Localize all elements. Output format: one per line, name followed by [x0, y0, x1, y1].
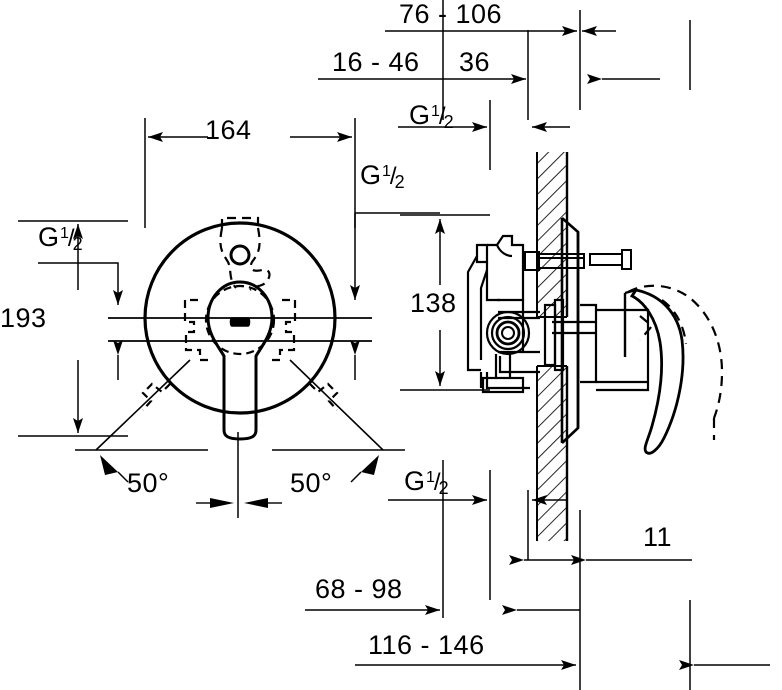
hidden-spindle-circle: [204, 284, 276, 356]
dim-138: [400, 214, 490, 391]
side-section-view-group: [466, 152, 724, 541]
angle-left-arrow: [100, 455, 118, 475]
angle-left-leader: [95, 359, 191, 451]
dim-label-193: 193: [0, 303, 47, 333]
rotation-limit-marks: [141, 382, 339, 411]
dim-label-164: 164: [205, 115, 252, 145]
dim-label-36: 36: [459, 47, 491, 77]
dim-164: [144, 118, 356, 228]
dim-label-138: 138: [410, 288, 457, 318]
g-half-label-front-left: G1/2: [38, 222, 83, 254]
dim-36: [582, 26, 660, 84]
handle-hub: [543, 298, 650, 392]
hidden-cartridge-outline: [219, 216, 271, 291]
dim-193: [18, 220, 128, 437]
dim-label-16-46: 16 - 46: [332, 47, 420, 77]
angle-right-leader: [289, 359, 384, 451]
g-half-label-side-top: G1/2: [409, 100, 454, 132]
g-half-front-left-leader: [38, 262, 123, 305]
handle-indicator-slot: [229, 317, 251, 327]
handle-swing-dashed: [627, 284, 724, 440]
g-half-label-side-bottom: G1/2: [404, 466, 449, 498]
front-center-reference-lines: [108, 317, 372, 380]
lever-handle-side: [629, 288, 685, 455]
angle-label-left: 50°: [127, 468, 170, 498]
dim-label-11: 11: [643, 522, 673, 552]
g-half-label-front-top: G1/2: [360, 160, 405, 192]
angle-label-right: 50°: [290, 468, 333, 498]
lever-handle-front: [206, 280, 274, 441]
dim-label-76-106: 76 - 106: [399, 0, 503, 29]
vertical-reference-lines: [442, 0, 691, 690]
g-half-front-top-leader: [350, 212, 440, 300]
front-view-group: [95, 216, 384, 518]
dim-label-116-146: 116 - 146: [368, 630, 485, 660]
hidden-handle-wings: [183, 298, 297, 362]
angle-right-arrow: [361, 455, 379, 475]
dim-label-68-98: 68 - 98: [315, 574, 403, 604]
concealed-valve-body: [466, 234, 540, 394]
